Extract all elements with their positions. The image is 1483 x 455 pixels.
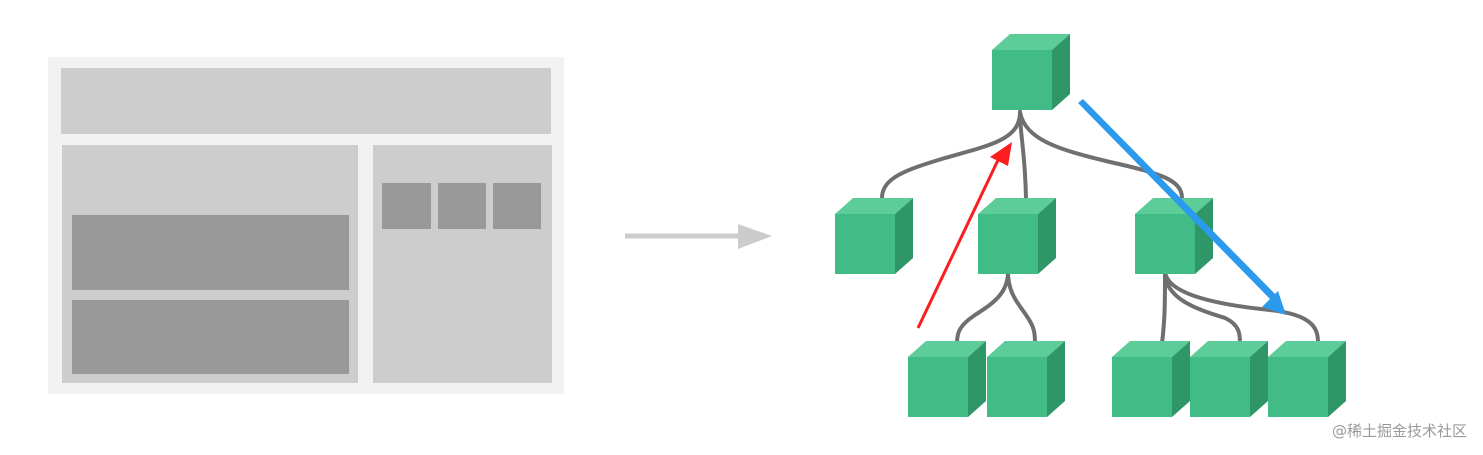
- wireframe-thumbnail: [382, 183, 431, 229]
- tree-node-root: [992, 34, 1070, 110]
- tree-node-grandchild-3: [1112, 341, 1190, 417]
- wireframe-thumbnail: [438, 183, 486, 229]
- connector-middle-g1: [955, 270, 1010, 345]
- tree-node-grandchild-2: [987, 341, 1065, 417]
- connector-middle-g2: [1006, 270, 1037, 345]
- connector-right-g5: [1163, 270, 1320, 345]
- tree-node-grandchild-5: [1268, 341, 1346, 417]
- blue-arrow: [1078, 99, 1286, 315]
- page-layout-wireframe: [48, 57, 564, 394]
- connector-right-g3: [1160, 270, 1167, 345]
- connector-right-g4: [1163, 270, 1242, 345]
- connector-root-left: [880, 110, 1022, 200]
- transform-arrow: [625, 224, 772, 249]
- wireframe-content-row: [72, 215, 349, 290]
- tree-nodes: [835, 34, 1346, 417]
- red-arrow: [916, 142, 1012, 329]
- wireframe-thumbnail: [493, 183, 541, 229]
- tree-node-child-right: [1135, 198, 1213, 274]
- tree-node-grandchild-1: [908, 341, 986, 417]
- watermark: @稀土掘金技术社区: [1331, 422, 1467, 440]
- tree-connectors: [880, 110, 1320, 345]
- wireframe-header-block: [61, 68, 551, 134]
- connector-root-right: [1018, 110, 1184, 200]
- wireframe-content-row: [72, 300, 349, 374]
- tree-node-child-middle: [978, 198, 1056, 274]
- tree-node-grandchild-4: [1190, 341, 1268, 417]
- tree-node-child-left: [835, 198, 913, 274]
